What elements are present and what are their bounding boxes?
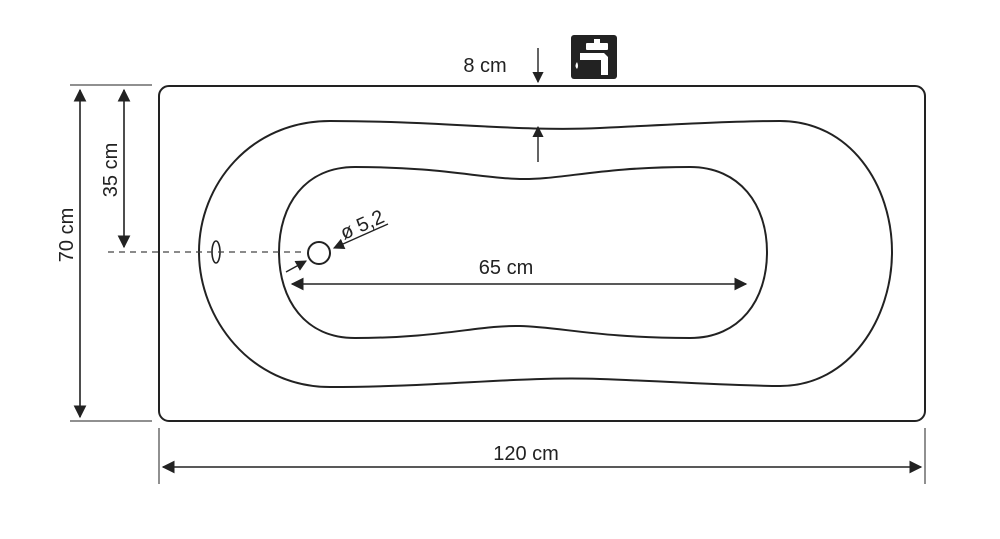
drain-icon	[307, 241, 331, 265]
label-35cm: 35 cm	[100, 143, 122, 197]
tub-outline	[158, 85, 926, 422]
label-drain-diameter: ø 5,2	[337, 206, 388, 245]
drain-leader-upper	[332, 223, 389, 250]
basin-outer-contour	[197, 119, 894, 389]
faucet-icon	[571, 35, 617, 79]
label-65cm: 65 cm	[479, 257, 533, 279]
label-120cm: 120 cm	[493, 443, 559, 465]
label-70cm: 70 cm	[56, 208, 78, 262]
label-8cm: 8 cm	[463, 55, 506, 77]
basin-inner-contour	[277, 165, 769, 340]
drain-leader-lower	[285, 260, 307, 273]
